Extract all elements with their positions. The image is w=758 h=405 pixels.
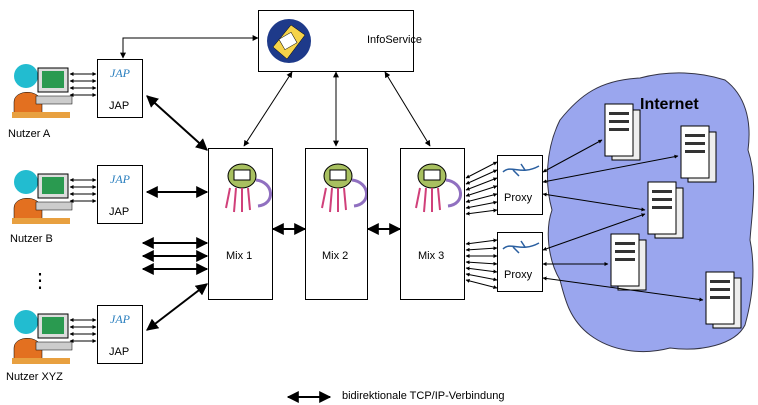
- jap-label: JAP: [109, 206, 130, 218]
- proxy-server-links: [542, 139, 704, 302]
- legend-label: bidirektionale TCP/IP-Verbindung: [342, 390, 505, 402]
- tcp-links: [141, 95, 402, 331]
- jap-label: JAP: [109, 346, 130, 358]
- jap-label: JAP: [109, 100, 130, 112]
- infoservice-label: InfoService: [367, 34, 423, 46]
- user-label-b: Nutzer B: [10, 233, 53, 245]
- user-workstation-icon: [12, 310, 73, 364]
- infoservice-icon: [267, 19, 311, 63]
- jap-box-xyz: JAP JAP: [97, 305, 143, 364]
- mix-box-3: Mix 3: [400, 148, 465, 300]
- jap-logo: JAP: [110, 312, 130, 326]
- proxy-label: Proxy: [504, 269, 533, 281]
- infoservice-box: InfoService: [258, 10, 422, 72]
- mix-box-2: Mix 2: [305, 148, 368, 300]
- ellipsis: ⋮: [30, 270, 50, 292]
- proxy-bird-icon: [502, 240, 540, 254]
- mix-robot-icon: [415, 163, 462, 213]
- user-workstation-icon: [12, 170, 73, 224]
- jap-box-a: JAP JAP: [97, 59, 143, 118]
- server-icon: [604, 103, 641, 161]
- internet-label: Internet: [640, 96, 699, 113]
- mix3-proxy-fan: [465, 161, 498, 290]
- user-jap-links: [69, 72, 97, 343]
- mix-label: Mix 1: [226, 250, 253, 262]
- proxy-box-2: Proxy: [497, 232, 543, 292]
- mix-robot-icon: [321, 163, 368, 213]
- user-workstation-icon: [12, 64, 73, 118]
- proxy-bird-icon: [502, 163, 540, 177]
- server-icon: [647, 181, 684, 239]
- user-label-xyz: Nutzer XYZ: [6, 371, 63, 383]
- server-icon: [680, 125, 717, 183]
- mix-robot-icon: [225, 163, 272, 213]
- mix-label: Mix 3: [418, 250, 445, 262]
- mix-label: Mix 2: [322, 250, 349, 262]
- infoservice-links: [120, 35, 431, 147]
- jap-logo: JAP: [110, 66, 130, 80]
- proxy-box-1: Proxy: [497, 155, 543, 215]
- server-icon: [705, 271, 742, 329]
- mix-box-1: Mix 1: [208, 148, 273, 300]
- jap-box-b: JAP JAP: [97, 165, 143, 224]
- proxy-label: Proxy: [504, 192, 533, 204]
- user-label-a: Nutzer A: [8, 128, 51, 140]
- jap-logo: JAP: [110, 172, 130, 186]
- server-icon: [610, 233, 647, 291]
